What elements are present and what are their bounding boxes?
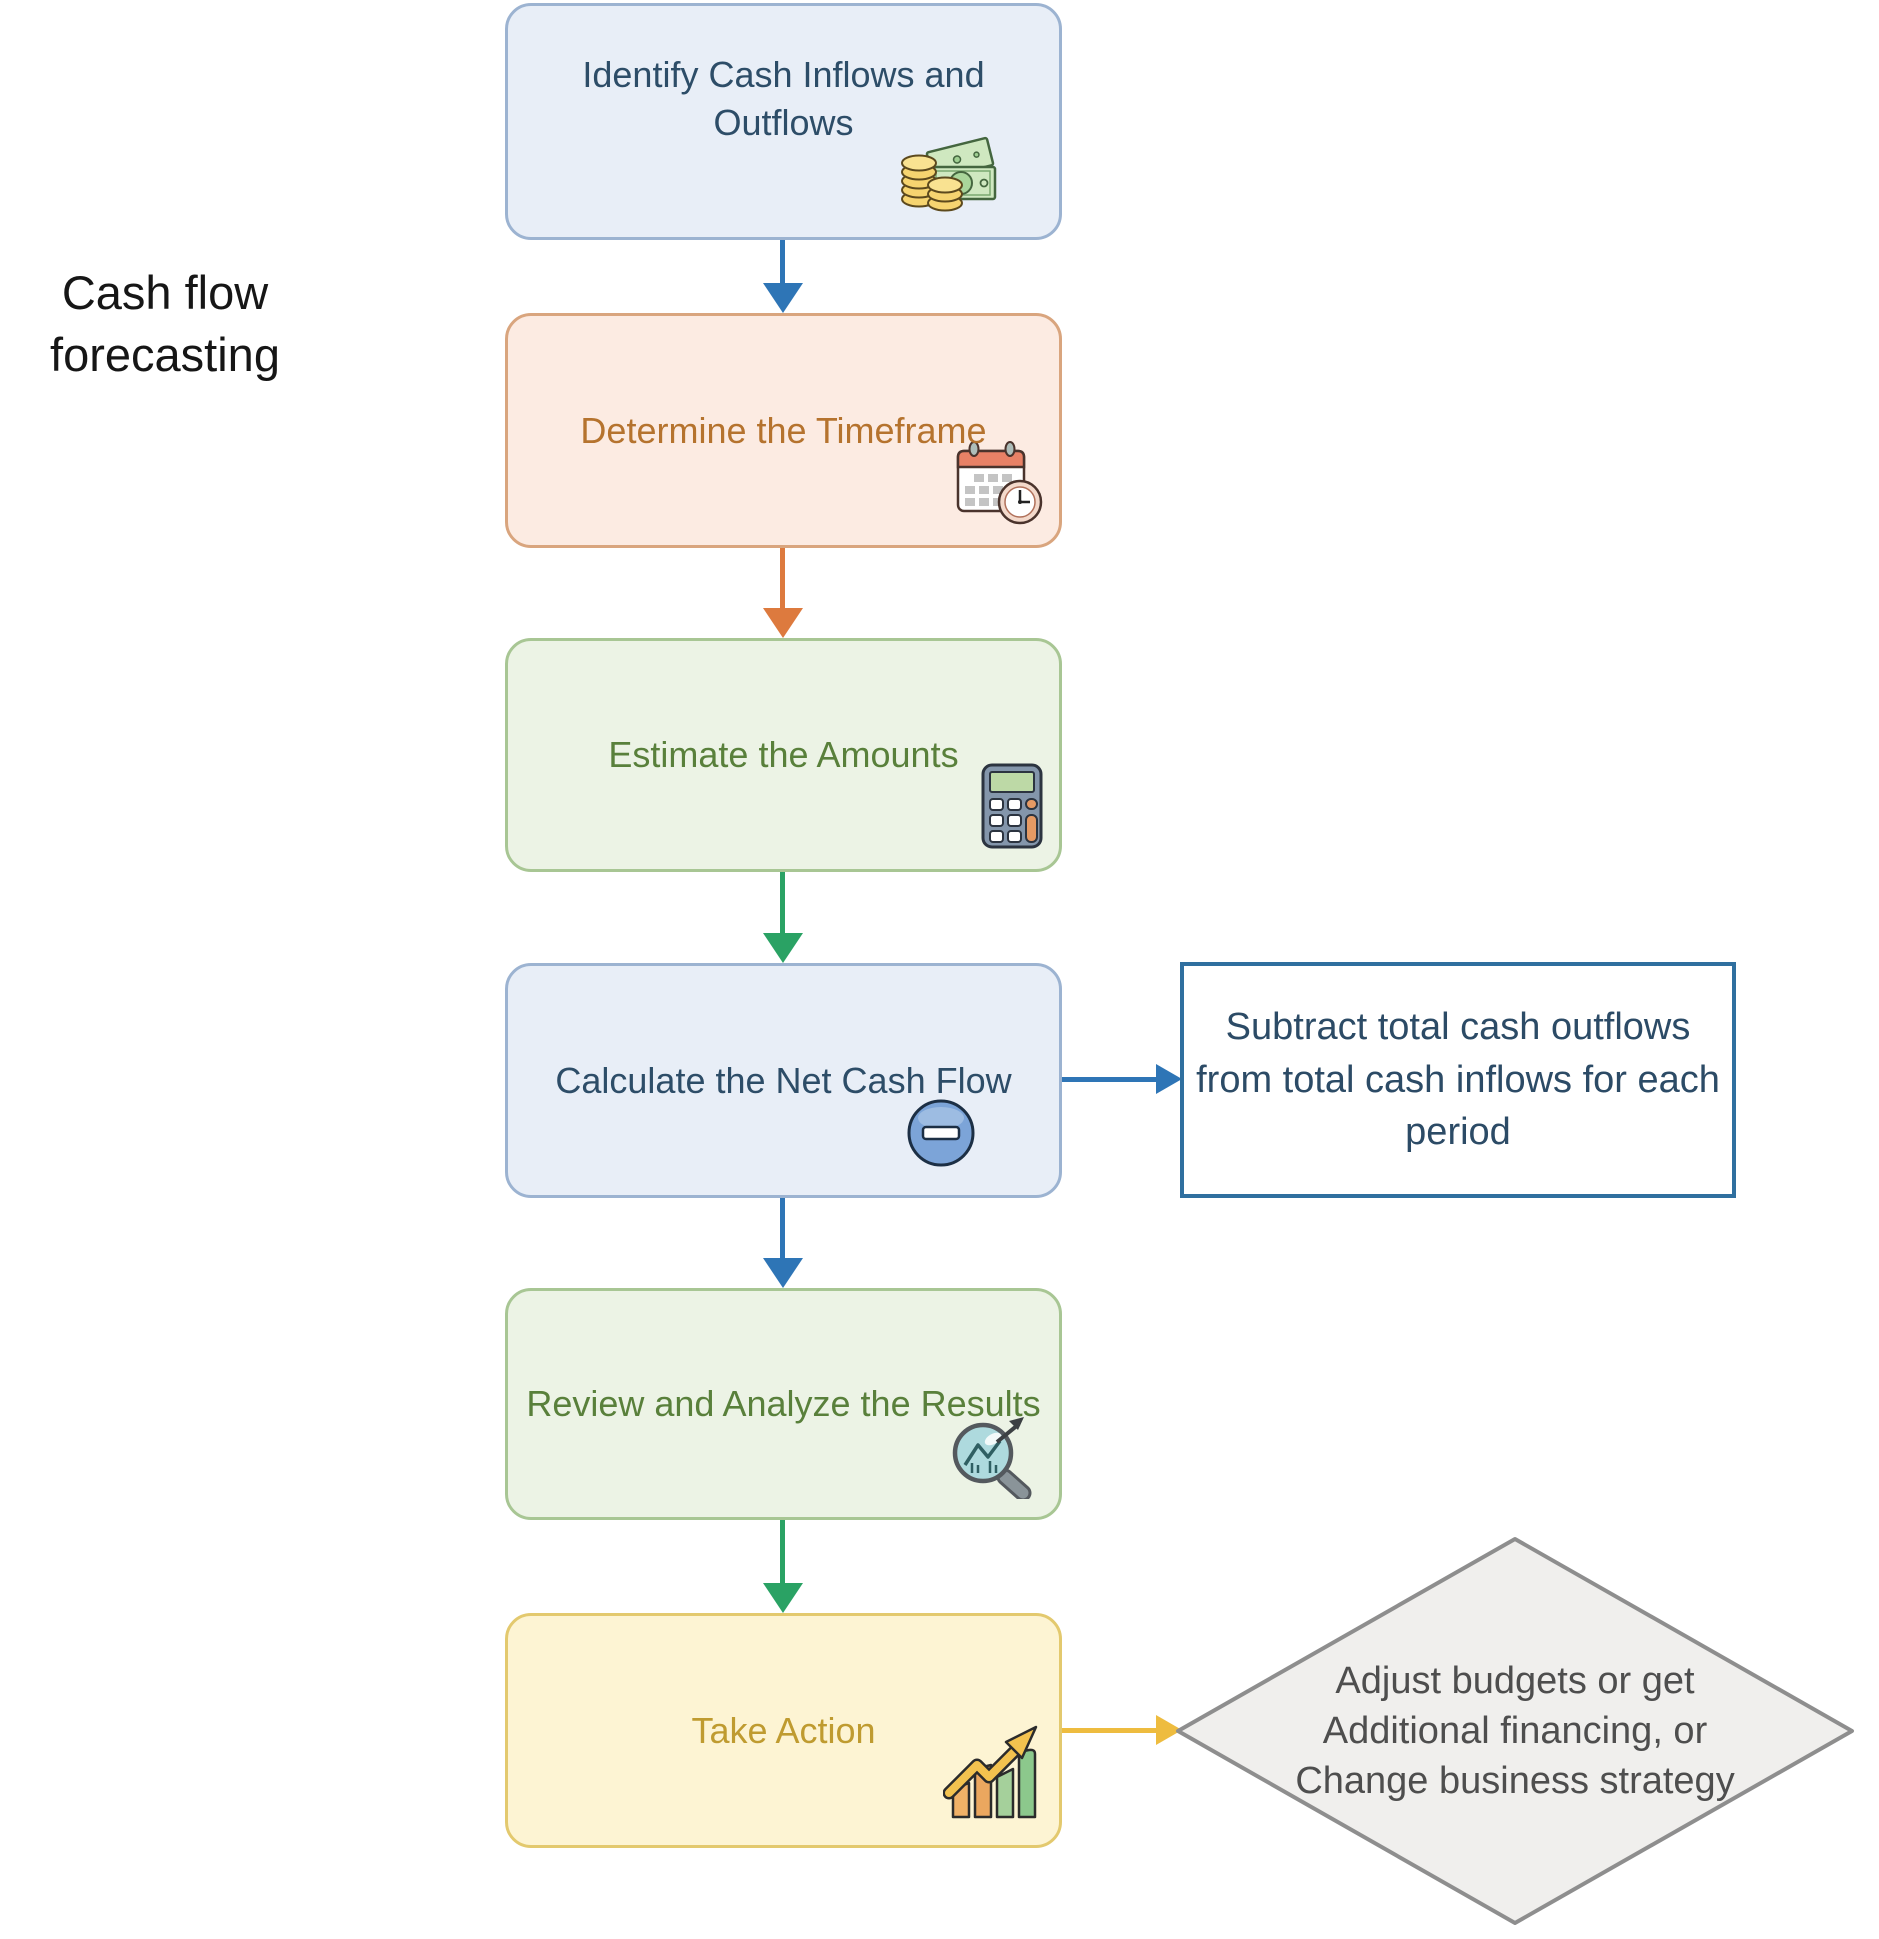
step-label: Review and Analyze the Results xyxy=(526,1383,1041,1425)
connector-step6-diamond-line xyxy=(1062,1728,1156,1733)
step-box-determine-timeframe: Determine the Timeframe xyxy=(505,313,1062,548)
take-action-diamond-shape xyxy=(1176,1537,1854,1925)
step-box-estimate-amounts: Estimate the Amounts xyxy=(505,638,1062,872)
step-label: Take Action xyxy=(691,1709,876,1751)
calendar-clock-icon xyxy=(952,439,1044,539)
note-line: Change business strategy xyxy=(1295,1760,1735,1803)
note-line: Adjust budgets or get xyxy=(1335,1659,1695,1702)
connector-step2-step3-arrow xyxy=(763,548,803,638)
connector-step1-step2-arrow xyxy=(763,240,803,313)
note-line: period xyxy=(1405,1111,1511,1154)
net-cash-flow-note: Subtract total cash outflows from total … xyxy=(1180,962,1736,1198)
note-line: Subtract total cash outflows xyxy=(1225,1006,1691,1049)
note-line: Additional financing, or xyxy=(1322,1709,1708,1752)
connector-step4-note-line xyxy=(1062,1077,1156,1082)
calculator-icon xyxy=(981,763,1043,861)
step-box-take-action: Take Action xyxy=(505,1613,1062,1848)
money-icon xyxy=(899,133,999,225)
magnifier-chart-icon xyxy=(945,1415,1045,1511)
connector-step5-step6-arrow xyxy=(763,1520,803,1613)
step-label: Calculate the Net Cash Flow xyxy=(555,1059,1012,1101)
step-box-identify-cash-inflows-outflows: Identify Cash Inflows and Outflows xyxy=(505,3,1062,240)
step-label: Determine the Timeframe xyxy=(580,409,987,451)
step-label: Identify Cash Inflows and Outflows xyxy=(582,54,985,143)
minus-circle-icon xyxy=(905,1097,977,1181)
take-action-note: Adjust budgets or get Additional financi… xyxy=(1255,1655,1775,1807)
connector-step4-note-arrowhead xyxy=(1156,1064,1182,1094)
step-label: Estimate the Amounts xyxy=(608,734,959,776)
page-title: Cash flow forecasting xyxy=(50,266,280,382)
bar-chart-rising-arrow-icon xyxy=(942,1721,1043,1833)
step-box-review-analyze-results: Review and Analyze the Results xyxy=(505,1288,1062,1520)
step-box-calculate-net-cash-flow: Calculate the Net Cash Flow xyxy=(505,963,1062,1198)
note-line: from total cash inflows for each xyxy=(1196,1058,1720,1101)
connector-step4-step5-arrow xyxy=(763,1198,803,1288)
connector-step3-step4-arrow xyxy=(763,872,803,963)
